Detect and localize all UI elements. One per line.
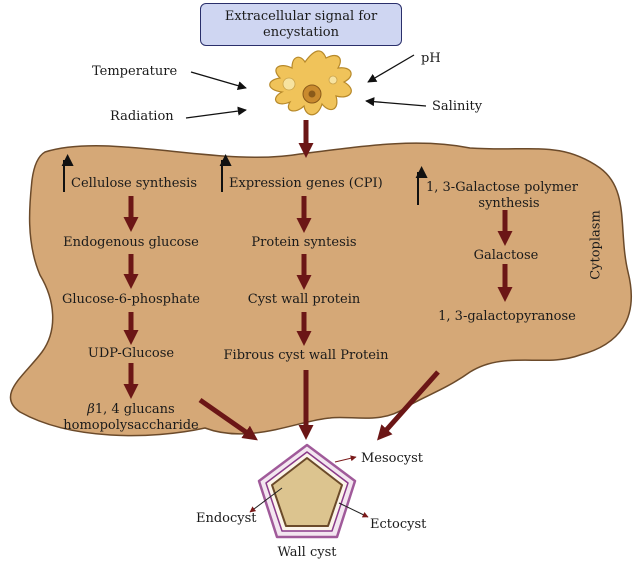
col2-step-2: Cyst wall protein [247, 292, 361, 307]
signal-box: Extracellular signal for encystation [200, 3, 402, 46]
amoeba-cell-icon [269, 50, 352, 116]
salinity-label: Salinity [432, 99, 483, 114]
col3-header-line2: synthesis [478, 196, 540, 211]
col1-to-cyst-arrow [198, 397, 258, 441]
col1-step-1: Endogenous glucose [63, 235, 199, 250]
ph-label: pH [421, 51, 441, 66]
col3-to-cyst-arrow [377, 370, 440, 441]
cyst-wall-icon [257, 443, 357, 539]
col2-step-3: Fibrous cyst wall Protein [223, 348, 389, 363]
signal-box-line1: Extracellular signal for [224, 9, 378, 24]
temperature-label: Temperature [92, 64, 178, 79]
col3-step-2: 1, 3-galactopyranose [438, 309, 576, 324]
endocyst-label: Endocyst [196, 511, 257, 526]
col3-step-1: Galactose [473, 248, 539, 263]
col2-header: Expression genes (CPI) [229, 176, 383, 191]
cytoplasm-label: Cytoplasm [588, 210, 604, 280]
ectocyst-pointer [338, 502, 369, 518]
col1-step-3: UDP-Glucose [87, 346, 175, 361]
mesocyst-pointer [334, 455, 357, 463]
radiation-arrow [185, 106, 247, 119]
col1-final-line2: homopolysaccharide [63, 418, 199, 433]
col2-step-1: Protein syntesis [251, 235, 357, 250]
col1-header: Cellulose synthesis [71, 176, 197, 191]
salinity-arrow [365, 97, 427, 107]
col1-final-line1: β1, 4 glucans [87, 402, 174, 418]
col3-header-line1: 1, 3-Galactose polymer [426, 180, 578, 195]
ph-arrow [367, 54, 415, 83]
col1-step-2: Glucose-6-phosphate [62, 292, 200, 307]
col1-final-line1-text: 1, 4 glucans [94, 402, 175, 417]
radiation-label: Radiation [110, 109, 174, 124]
wall-cyst-title: Wall cyst [277, 545, 337, 560]
endocyst-pointer [249, 487, 283, 513]
mesocyst-label: Mesocyst [361, 451, 424, 466]
beta-symbol: β [87, 402, 95, 417]
signal-box-line2: encystation [263, 25, 339, 40]
ectocyst-label: Ectocyst [370, 517, 427, 532]
temperature-arrow [190, 71, 247, 91]
cytoplasm-region [9, 142, 632, 437]
